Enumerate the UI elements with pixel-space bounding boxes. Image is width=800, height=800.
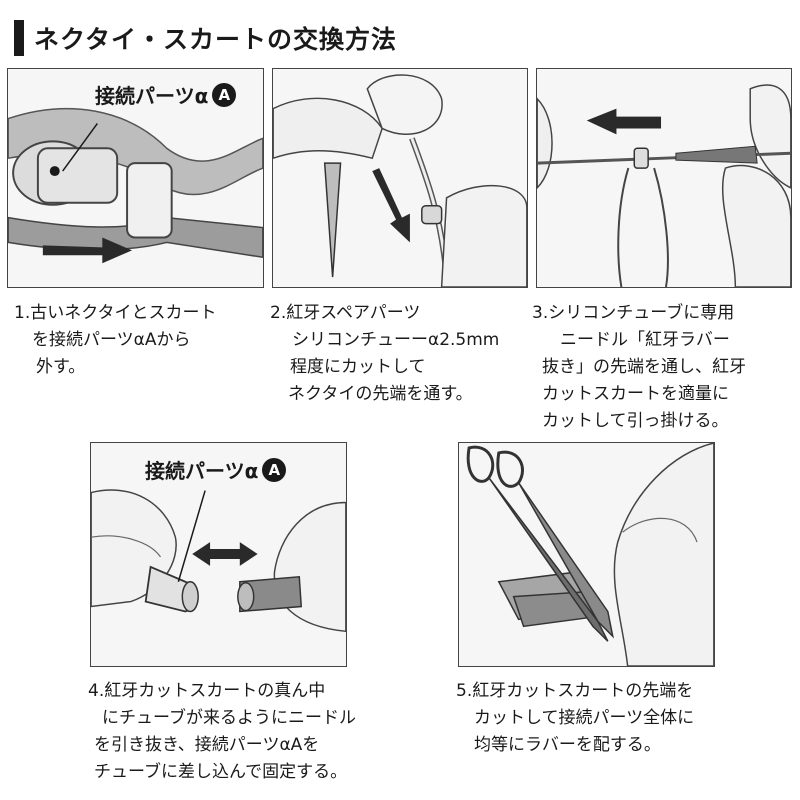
- page-title: ネクタイ・スカートの交換方法: [14, 18, 397, 58]
- step-3-line-3: 抜き」の先端を通し、紅牙: [542, 357, 746, 377]
- part-label-text-step4: 接続パーツα: [145, 459, 259, 483]
- step-5-line-3: 均等にラバーを配する。: [474, 735, 661, 755]
- step-4-illustration: [90, 442, 347, 667]
- title-text: ネクタイ・スカートの交換方法: [34, 25, 398, 54]
- step-1-line-3: 外す。: [36, 357, 86, 377]
- step-3-illustration: [536, 68, 792, 288]
- step-1-drawing: [8, 107, 263, 264]
- step-1-caption: 1.古いネクタイとスカート を接続パーツαAから 外す。: [14, 300, 217, 381]
- step-4-line-1: 4.紅牙カットスカートの真ん中: [88, 681, 326, 701]
- part-label-step1: 接続パーツα A: [95, 80, 237, 109]
- step-3-line-5: カットして引っ掛ける。: [542, 411, 729, 431]
- step-3-drawing: [537, 84, 791, 287]
- step-2-drawing: [273, 74, 527, 287]
- part-label-text: 接続パーツα: [95, 84, 209, 108]
- step-3-line-4: カットスカートを適量に: [542, 384, 729, 404]
- step-2-line-3: 程度にカットして: [290, 357, 426, 377]
- step-4-line-2: にチューブが来るようにニードル: [102, 708, 356, 728]
- part-label-step4: 接続パーツα A: [145, 455, 287, 484]
- step-1-line-2: を接続パーツαAから: [32, 330, 191, 350]
- step-5-caption: 5.紅牙カットスカートの先端を カットして接続パーツ全体に 均等にラバーを配する…: [456, 678, 694, 759]
- step-2-line-4: ネクタイの先端を通す。: [288, 384, 473, 404]
- part-badge-icon: A: [212, 82, 237, 107]
- title-marker: [14, 20, 24, 56]
- part-badge-icon-step4: A: [262, 457, 287, 482]
- step-1-line-1: 1.古いネクタイとスカート: [14, 303, 217, 323]
- step-2-line-1: 2.紅牙スペアパーツ: [270, 303, 421, 323]
- step-4-line-3: を引き抜き、接続パーツαAを: [94, 735, 320, 755]
- step-5-line-1: 5.紅牙カットスカートの先端を: [456, 681, 694, 701]
- step-2-caption: 2.紅牙スペアパーツ シリコンチューーα2.5mm 程度にカットして ネクタイの…: [270, 300, 499, 408]
- step-4-drawing: [91, 489, 346, 633]
- step-3-line-2: ニードル「紅牙ラバー: [560, 330, 730, 350]
- step-5-line-2: カットして接続パーツ全体に: [474, 708, 695, 728]
- step-4-caption: 4.紅牙カットスカートの真ん中 にチューブが来るようにニードル を引き抜き、接続…: [88, 678, 356, 786]
- step-2-illustration: [272, 68, 528, 288]
- step-2-line-2: シリコンチューーα2.5mm: [292, 330, 500, 350]
- step-5-drawing: [466, 443, 714, 666]
- step-3-line-1: 3.シリコンチューブに専用: [532, 303, 735, 323]
- step-5-illustration: [458, 442, 715, 667]
- step-4-line-4: チューブに差し込んで固定する。: [94, 762, 348, 782]
- step-3-caption: 3.シリコンチューブに専用 ニードル「紅牙ラバー 抜き」の先端を通し、紅牙 カッ…: [532, 300, 746, 435]
